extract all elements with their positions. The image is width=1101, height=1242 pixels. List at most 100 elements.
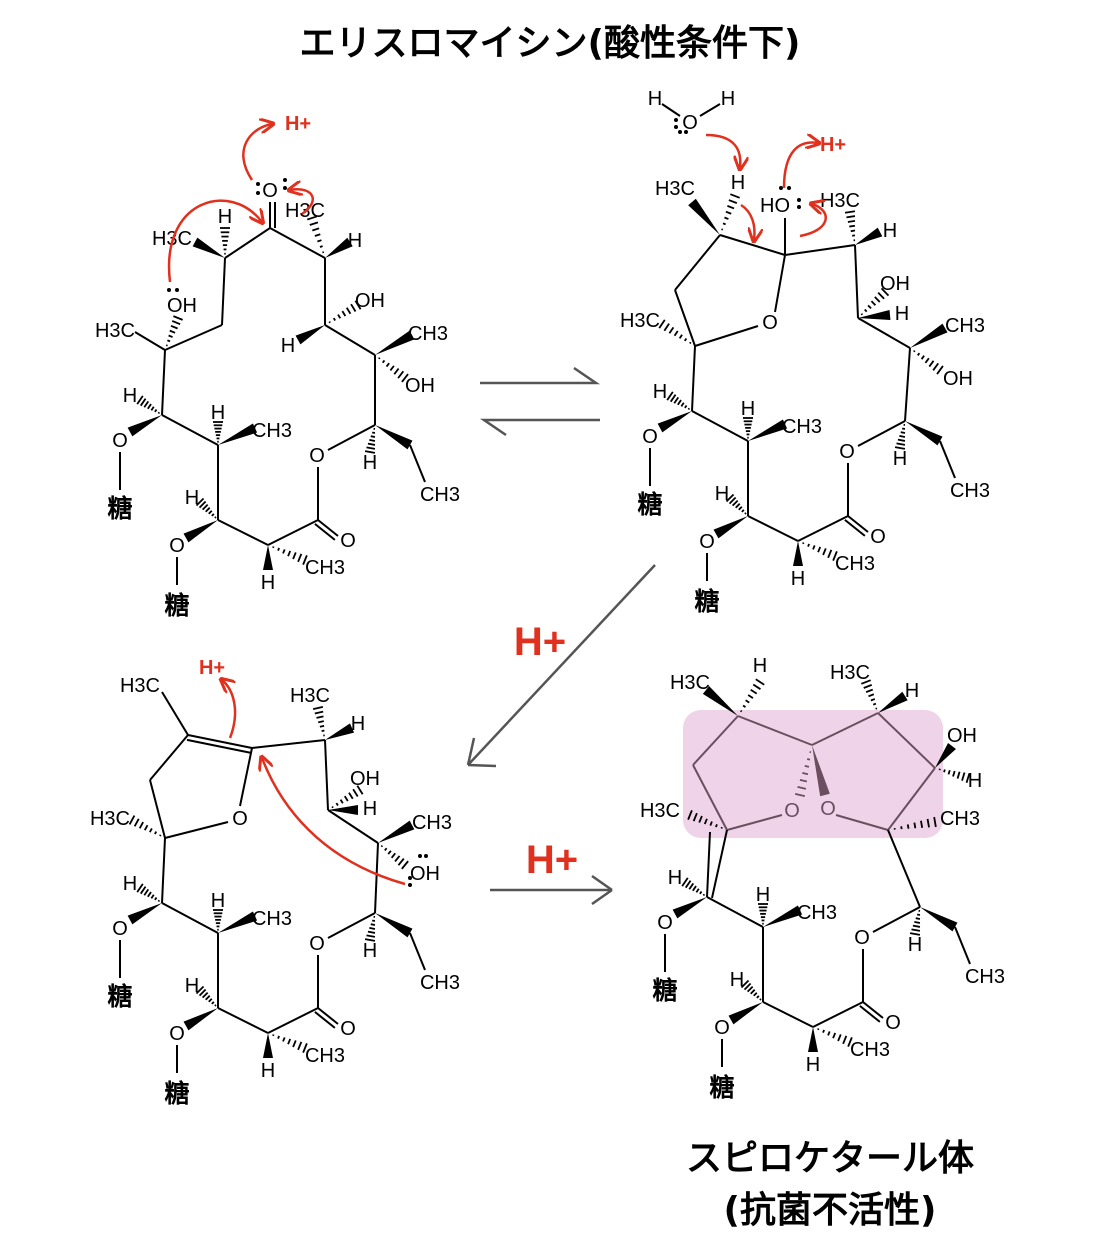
hashed-bond (150, 406, 155, 411)
atom-label: OH (947, 725, 977, 747)
atom-label: O (714, 1017, 730, 1039)
hashed-bond (799, 779, 808, 783)
hashed-bond (364, 450, 376, 454)
hashed-bond (143, 824, 149, 831)
hashed-bond (195, 497, 205, 507)
atom-label: H3C (90, 808, 130, 830)
single-bond (327, 424, 376, 451)
lone-pair-dot (256, 191, 260, 195)
hashed-bond (344, 795, 349, 802)
single-bond (327, 912, 376, 939)
atom-label: OH (410, 863, 440, 885)
hashed-bond (282, 1037, 286, 1042)
atom-label: H3C (655, 178, 695, 200)
hashed-bond (863, 684, 873, 689)
atom-label: O (340, 1018, 356, 1040)
hashed-bond (319, 245, 323, 248)
hashed-bond (381, 359, 386, 364)
atom-label: O (232, 808, 248, 830)
hashed-bond (915, 917, 921, 920)
atom-label: HO (760, 195, 790, 217)
hashed-bond (147, 891, 152, 898)
single-bond (872, 906, 921, 933)
single-bond (217, 1007, 269, 1034)
wedge-bond (127, 903, 162, 925)
hashed-bond (370, 435, 376, 438)
lone-pair-dot (797, 198, 801, 202)
proton-label: H+ (285, 113, 311, 135)
hashed-bond (328, 321, 331, 324)
hashed-bond (740, 979, 750, 989)
single-bond (221, 257, 226, 326)
single-bond (251, 739, 326, 749)
lone-pair-dot (418, 854, 422, 858)
atom-label: H (968, 770, 982, 792)
hashed-bond (677, 399, 682, 406)
hashed-bond (926, 818, 930, 828)
hashed-bond (913, 350, 916, 353)
acid-label-step2: H+ (514, 620, 566, 664)
hashed-bond (681, 877, 689, 887)
wedge-bond (812, 745, 830, 797)
single-bond (699, 103, 721, 117)
hashed-bond (965, 772, 971, 784)
atom-label: H (895, 303, 909, 325)
hashed-bond (932, 362, 939, 371)
hashed-bond (689, 341, 692, 344)
atom-label: O (885, 1012, 901, 1034)
hashed-bond (201, 503, 209, 511)
ring-oxygen: O (820, 798, 836, 820)
wedge-bond (378, 820, 415, 843)
hashed-bond (687, 810, 693, 820)
atom-label: H3C (120, 675, 160, 697)
electron-arrow (290, 189, 315, 216)
single-bond (692, 715, 739, 766)
hashed-bond (282, 549, 286, 554)
wedge-bond (808, 1027, 818, 1052)
water-hydrogen: H (648, 88, 662, 110)
lone-pair-dot (283, 186, 287, 190)
hashed-bond (128, 815, 136, 825)
single-bond (719, 234, 786, 256)
wedge-bond (183, 520, 218, 543)
hashed-bond (335, 802, 339, 806)
atom-label: CH3 (965, 966, 1005, 988)
atom-label: CH3 (797, 902, 837, 924)
atom-label: OH (880, 273, 910, 295)
single-bond (161, 414, 219, 446)
proton-loss-arrow (242, 124, 272, 181)
hashed-bond (952, 770, 956, 777)
hashed-bond (832, 551, 838, 561)
hashed-bond (692, 885, 697, 892)
sugar-label: 糖 (107, 982, 132, 1011)
single-bond (134, 331, 166, 351)
atom-label: H (893, 448, 907, 470)
atom-label: H (261, 1060, 275, 1082)
lone-pair-dot (283, 178, 287, 182)
hashed-bond (168, 334, 173, 338)
hashed-bond (822, 548, 827, 556)
hashed-bond (668, 326, 675, 334)
hashed-bond (755, 678, 765, 686)
hashed-bond (366, 934, 376, 938)
proton-label: H+ (199, 657, 225, 679)
single-bond (812, 1001, 864, 1028)
hashed-bond (666, 391, 674, 401)
hashed-bond (150, 894, 155, 899)
hashed-bond (171, 320, 181, 326)
hashed-bond (822, 1029, 825, 1033)
single-bond (691, 345, 696, 412)
hashed-bond (750, 989, 756, 995)
atom-label: OH (943, 368, 973, 390)
atom-label: CH3 (412, 812, 452, 834)
single-bond (161, 837, 166, 904)
atom-label: H (715, 483, 729, 505)
hashed-bond (920, 820, 924, 828)
hashed-bond (389, 365, 395, 371)
hashed-bond (731, 499, 739, 507)
hashed-bond (812, 545, 816, 550)
single-bond (784, 244, 856, 256)
hashed-bond (211, 513, 215, 517)
single-bond (161, 902, 219, 934)
wedge-bond (263, 545, 273, 570)
